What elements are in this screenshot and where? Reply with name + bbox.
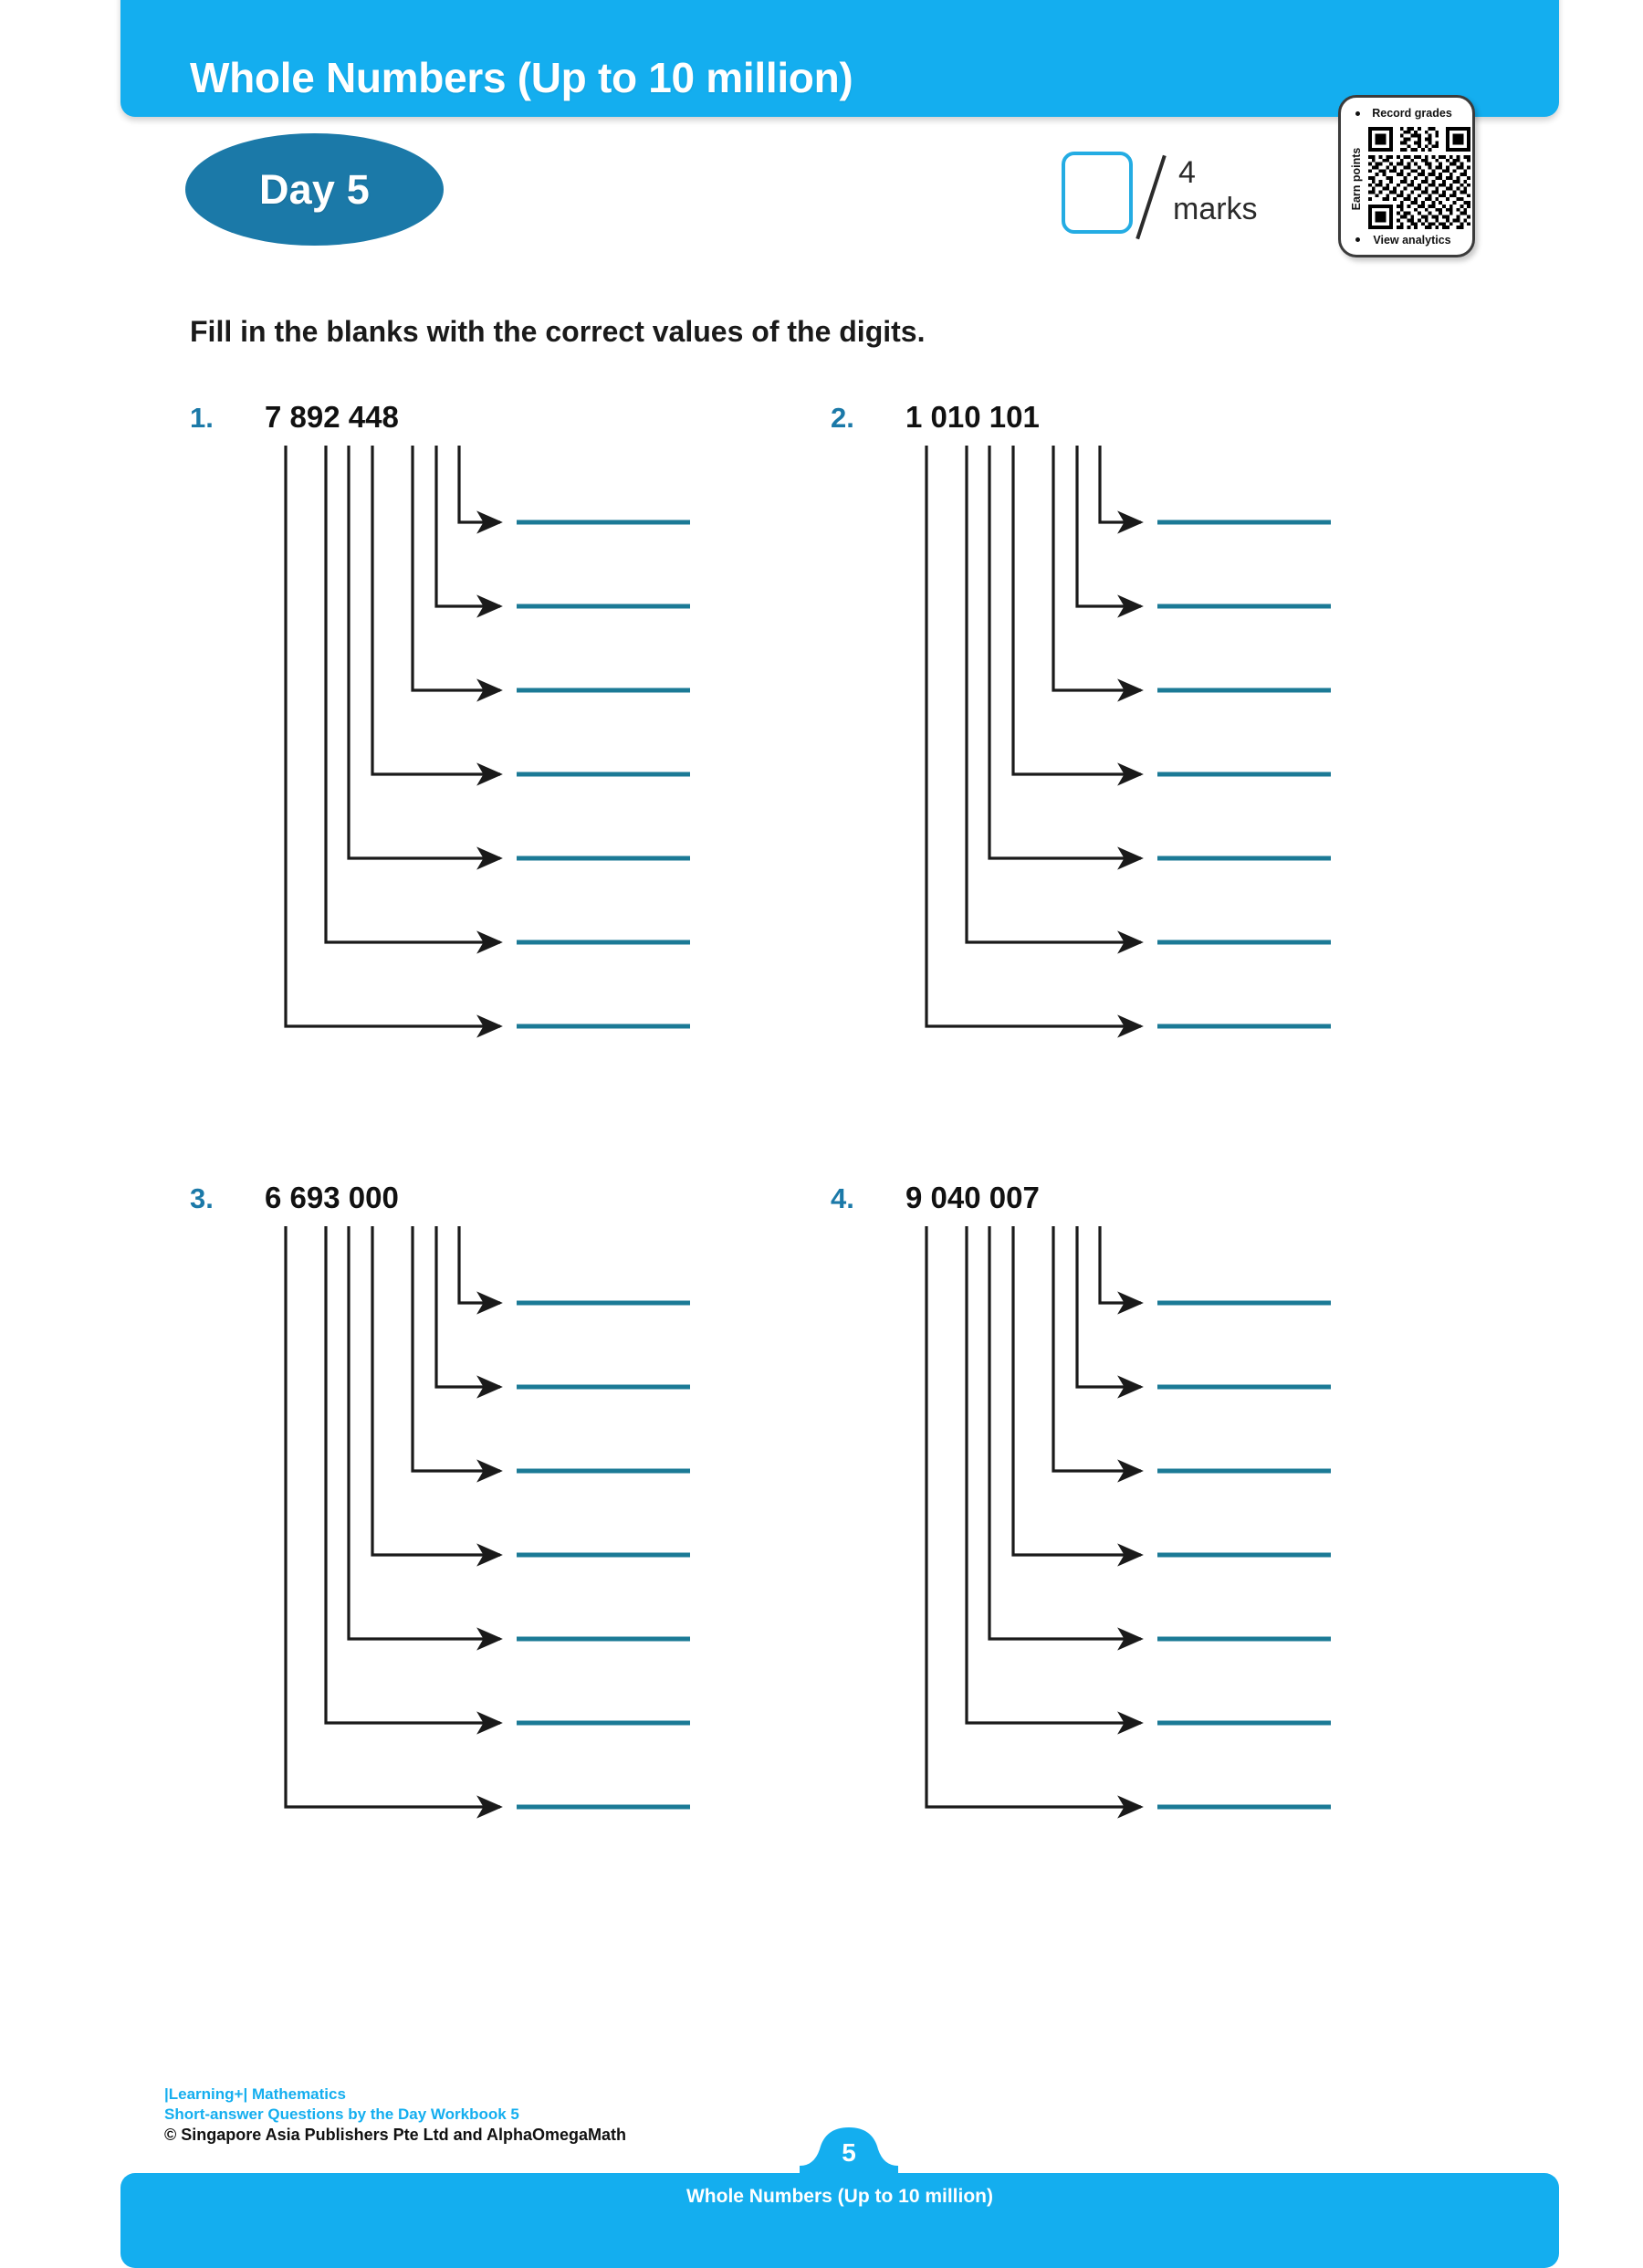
page-number-tab: 5 (800, 2127, 898, 2175)
header-banner (120, 0, 1559, 117)
footer-banner: Whole Numbers (Up to 10 million) (120, 2173, 1559, 2268)
credit-line-1: |Learning+| Mathematics (164, 2085, 346, 2103)
question-number: 1. (190, 402, 214, 434)
question-digits: 6 693 000 (265, 1181, 399, 1214)
question-number: 2. (831, 402, 854, 434)
score-input-box[interactable] (1062, 152, 1133, 234)
instruction-text: Fill in the blanks with the correct valu… (190, 315, 926, 348)
qr-code-icon[interactable] (1368, 123, 1470, 233)
marks-total: 4 (1178, 155, 1196, 190)
day-badge: Day 5 (185, 133, 444, 246)
bullet-icon (1355, 237, 1360, 242)
qr-bottom-label: View analytics (1373, 234, 1451, 247)
qr-top-label: Record grades (1372, 107, 1452, 120)
place-value-diagram (284, 446, 690, 1038)
question-number: 4. (831, 1182, 854, 1214)
day-badge-label: Day 5 (258, 165, 371, 213)
place-value-diagram (284, 1226, 690, 1819)
page-number: 5 (842, 2138, 856, 2167)
qr-side-label: Earn points (1350, 147, 1363, 211)
place-value-diagram (925, 1226, 1331, 1819)
question-digits: 9 040 007 (905, 1181, 1040, 1214)
question-digits: 7 892 448 (265, 400, 399, 434)
bullet-icon (1355, 111, 1360, 116)
question-number: 3. (190, 1182, 214, 1214)
credit-line-3: © Singapore Asia Publishers Pte Ltd and … (164, 2126, 627, 2145)
footer-topic-label: Whole Numbers (Up to 10 million) (685, 2186, 993, 2207)
marks-group: 4 marks (1062, 152, 1281, 240)
place-value-diagram (925, 446, 1331, 1038)
page-tab-shape (800, 2127, 898, 2175)
footer-credit: |Learning+| Mathematics Short-answer Que… (164, 2084, 626, 2147)
qr-badge[interactable]: Record grades Earn points (1338, 95, 1475, 257)
credit-line-2: Short-answer Questions by the Day Workbo… (164, 2105, 519, 2124)
slash-divider (1135, 154, 1167, 240)
page-title: Whole Numbers (Up to 10 million) (190, 54, 853, 101)
question-digits: 1 010 101 (905, 400, 1040, 434)
marks-label: marks (1173, 192, 1258, 226)
